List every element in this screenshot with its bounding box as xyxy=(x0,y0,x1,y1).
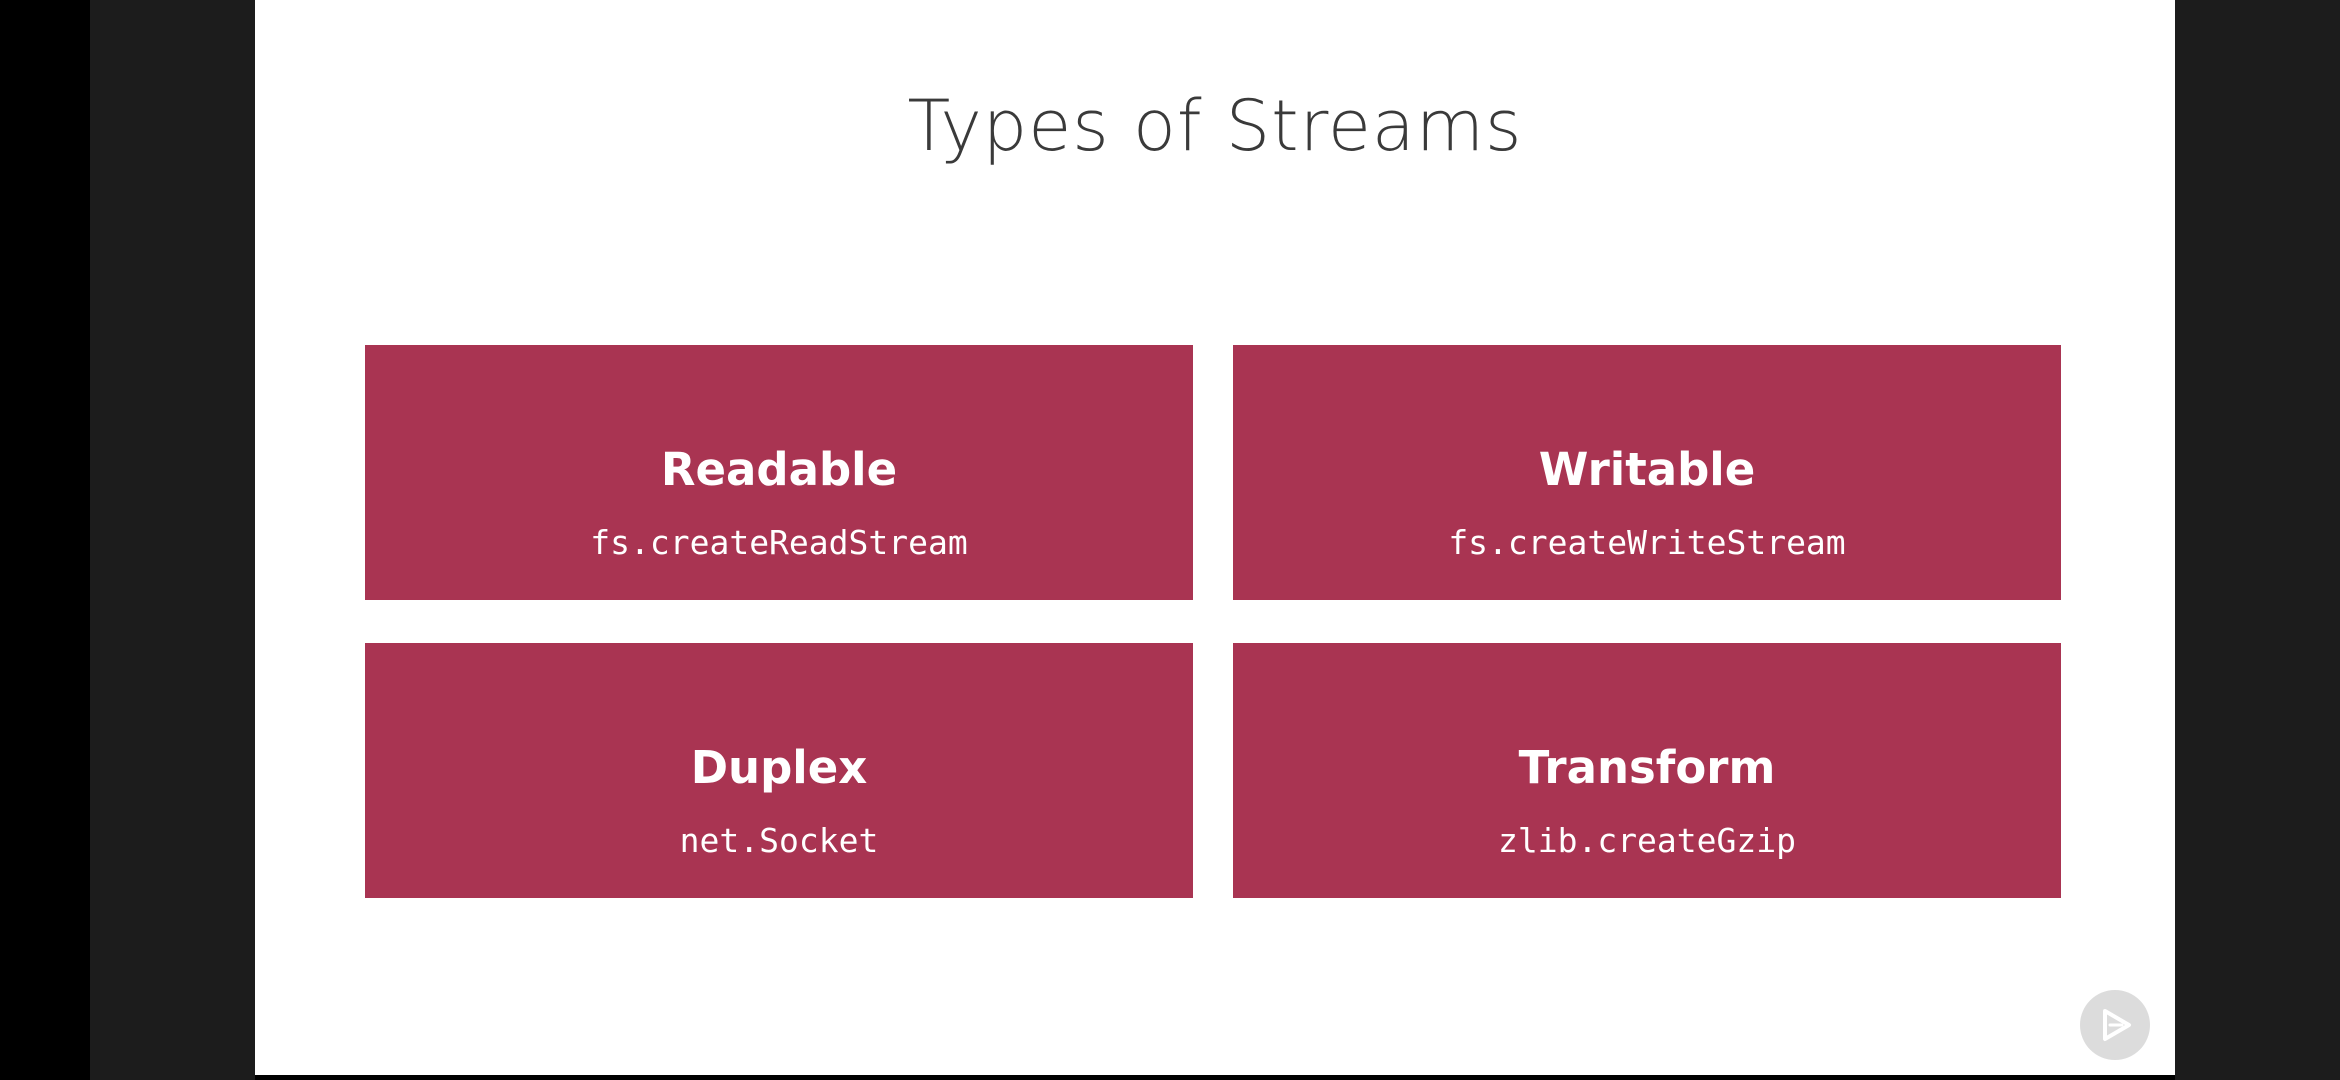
card-readable: Readable fs.createReadStream xyxy=(365,345,1193,600)
letterbox-right xyxy=(2175,0,2340,1080)
card-writable: Writable fs.createWriteStream xyxy=(1233,345,2061,600)
card-title: Duplex xyxy=(690,741,868,794)
slide-title: Types of Streams xyxy=(907,85,1523,167)
card-transform: Transform zlib.createGzip xyxy=(1233,643,2061,898)
card-title: Transform xyxy=(1518,741,1776,794)
card-title: Readable xyxy=(660,443,898,496)
card-code: net.Socket xyxy=(679,821,879,860)
card-code: zlib.createGzip xyxy=(1497,821,1796,860)
card-duplex: Duplex net.Socket xyxy=(365,643,1193,898)
letterbox-left xyxy=(90,0,255,1080)
card-code: fs.createWriteStream xyxy=(1448,523,1846,562)
play-icon xyxy=(2103,1009,2131,1041)
play-button[interactable] xyxy=(2080,990,2150,1060)
card-code: fs.createReadStream xyxy=(590,523,968,562)
slide: Types of Streams Readable fs.createReadS… xyxy=(255,0,2175,1075)
card-title: Writable xyxy=(1538,443,1756,496)
